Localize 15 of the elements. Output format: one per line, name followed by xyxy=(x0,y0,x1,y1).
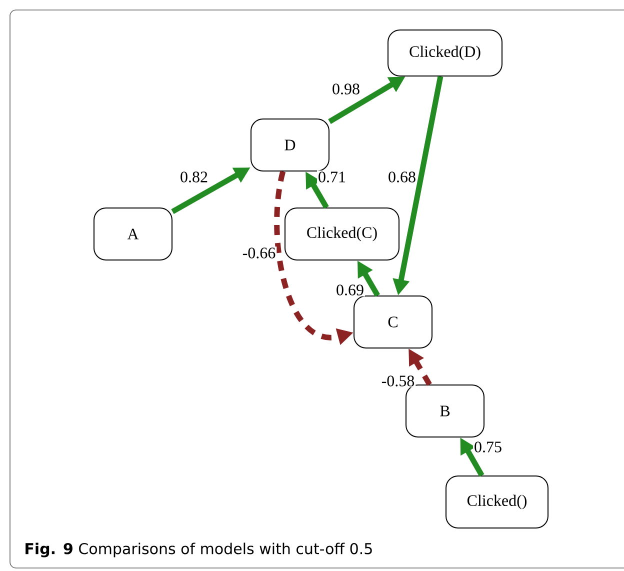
node-box: A xyxy=(94,208,172,260)
node-box: C xyxy=(354,296,432,348)
edge-label: 0.69 xyxy=(335,284,365,296)
edge-label: 0.68 xyxy=(387,170,417,184)
node-box: Clicked(C) xyxy=(284,208,400,260)
edge-label: 0.98 xyxy=(331,82,361,96)
edge-label: 0.75 xyxy=(473,440,503,454)
node-box: Clicked() xyxy=(446,476,548,528)
node-box: D xyxy=(250,118,330,172)
caption: Fig. 9 Comparisons of models with cut-off 0.5 xyxy=(26,542,372,558)
edge-label: -0.58 xyxy=(380,374,416,388)
node-box: Clicked(D) xyxy=(388,30,502,76)
edge-label: -0.66 xyxy=(241,246,277,260)
edge-label: 0.82 xyxy=(179,170,209,184)
edge-label: 0.71 xyxy=(317,170,347,184)
